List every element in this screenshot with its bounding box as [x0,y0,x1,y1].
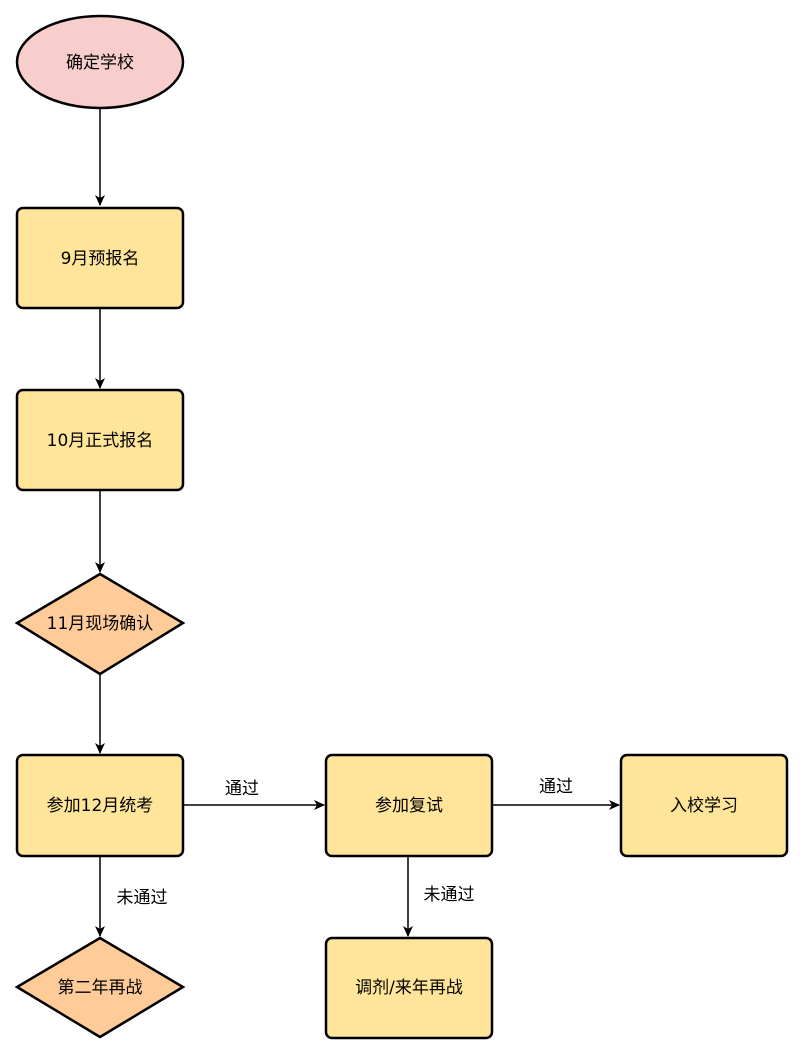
node-retest: 参加复试 [324,753,494,858]
node-formal-register: 10月正式报名 [15,388,185,492]
node-start: 确定学校 [15,14,185,110]
node-enroll: 入校学习 [619,753,789,858]
node-retry-next-year-label: 第二年再战 [58,978,143,998]
node-pre-register-label: 9月预报名 [61,249,140,269]
edge-label-retest-fail: 未通过 [424,885,475,905]
node-adjust-label: 调剂/来年再战 [355,978,463,998]
node-exam: 参加12月统考 [15,753,185,858]
node-enroll-label: 入校学习 [670,796,738,816]
node-onsite-confirm-label: 11月现场确认 [47,614,154,634]
node-onsite-confirm: 11月现场确认 [14,572,186,676]
node-start-label: 确定学校 [66,53,134,73]
node-pre-register: 9月预报名 [15,206,185,310]
node-formal-register-label: 10月正式报名 [47,431,154,451]
node-adjust: 调剂/来年再战 [324,936,494,1040]
node-exam-label: 参加12月统考 [47,796,154,816]
edge-label-retest-pass: 通过 [539,777,573,797]
node-retry-next-year: 第二年再战 [14,936,186,1039]
edge-label-exam-fail: 未通过 [117,888,168,908]
node-retest-label: 参加复试 [375,796,443,816]
edge-label-exam-pass: 通过 [225,779,259,799]
